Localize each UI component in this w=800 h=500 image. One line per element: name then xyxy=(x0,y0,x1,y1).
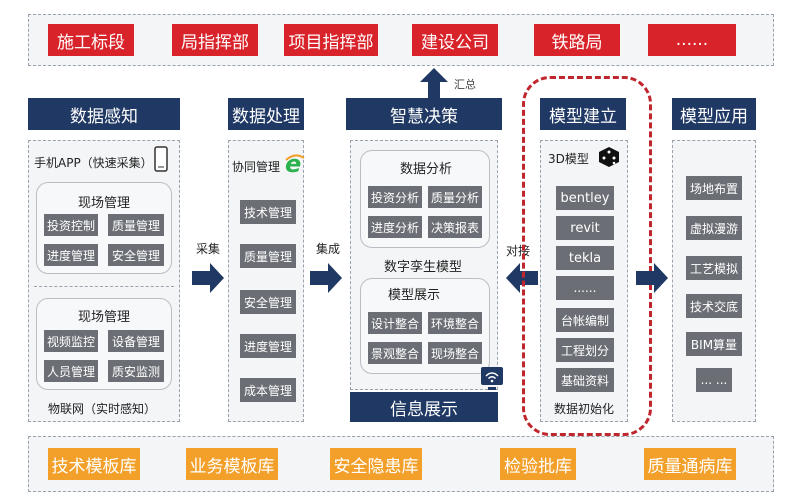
collect-label: 采集 xyxy=(196,242,221,256)
progress-mgmt-button[interactable]: 进度管理 xyxy=(44,244,98,266)
bentley-button[interactable]: bentley xyxy=(556,186,614,210)
modeling-highlight-frame xyxy=(522,76,652,436)
org-unit-2[interactable]: 局指挥部 xyxy=(172,24,258,56)
application-header: 模型应用 xyxy=(672,98,756,130)
model3d-label: 3D模型 xyxy=(548,152,589,166)
quality-mgmt-button-2[interactable]: 质量管理 xyxy=(240,244,296,268)
process-simulation-button[interactable]: 工艺模拟 xyxy=(686,256,742,280)
integrate-arrow xyxy=(310,263,342,293)
collab-label: 协同管理 xyxy=(232,160,281,174)
wifi-display-icon xyxy=(481,367,503,390)
video-monitor-button[interactable]: 视频监控 xyxy=(44,330,98,352)
processing-panel xyxy=(228,140,304,422)
site-integration-button[interactable]: 现场整合 xyxy=(428,342,482,364)
org-unit-5[interactable]: 铁路局 xyxy=(534,24,620,56)
apply-arrow xyxy=(636,263,668,293)
dice-icon xyxy=(599,147,619,167)
quality-safety-monitor-button[interactable]: 质安监测 xyxy=(108,360,164,382)
progress-analysis-button[interactable]: 进度分析 xyxy=(368,216,422,238)
org-unit-4[interactable]: 建设公司 xyxy=(412,24,498,56)
safety-hazard-lib-button[interactable]: 安全隐患库 xyxy=(330,448,422,480)
ledger-compile-button[interactable]: 台帐编制 xyxy=(556,308,614,332)
equipment-mgmt-button[interactable]: 设备管理 xyxy=(108,330,164,352)
modeling-header: 模型建立 xyxy=(540,98,626,130)
revit-button[interactable]: revit xyxy=(556,216,614,240)
mobile-app-label: 手机APP（快速采集） xyxy=(34,156,153,170)
design-integration-button[interactable]: 设计整合 xyxy=(368,312,422,334)
basic-data-button[interactable]: 基础资料 xyxy=(556,368,614,392)
site-mgmt-title-2: 现场管理 xyxy=(78,310,131,325)
more-tools-button[interactable]: ...... xyxy=(556,276,614,300)
phone-icon xyxy=(154,146,168,172)
tech-mgmt-button[interactable]: 技术管理 xyxy=(240,200,296,224)
quality-analysis-button[interactable]: 质量分析 xyxy=(428,186,482,208)
org-unit-more[interactable]: ...... xyxy=(648,24,736,56)
site-mgmt-title-1: 现场管理 xyxy=(78,196,131,211)
personnel-mgmt-button[interactable]: 人员管理 xyxy=(44,360,98,382)
summary-label: 汇总 xyxy=(454,78,476,91)
virtual-tour-button[interactable]: 虚拟漫游 xyxy=(686,216,742,240)
project-division-button[interactable]: 工程划分 xyxy=(556,338,614,362)
perception-header: 数据感知 xyxy=(28,98,180,130)
env-integration-button[interactable]: 环境整合 xyxy=(428,312,482,334)
business-template-lib-button[interactable]: 业务模板库 xyxy=(186,448,278,480)
tekla-button[interactable]: tekla xyxy=(556,246,614,270)
summary-up-arrow xyxy=(420,68,448,98)
divider xyxy=(34,286,174,287)
safety-mgmt-button[interactable]: 安全管理 xyxy=(108,244,164,266)
cost-mgmt-button[interactable]: 成本管理 xyxy=(240,378,296,402)
ie-browser-icon: e xyxy=(285,150,305,176)
invest-analysis-button[interactable]: 投资分析 xyxy=(368,186,422,208)
org-unit-1[interactable]: 施工标段 xyxy=(48,24,134,56)
info-display-button[interactable]: 信息展示 xyxy=(350,392,498,422)
analysis-title: 数据分析 xyxy=(400,162,453,177)
quality-mgmt-button[interactable]: 质量管理 xyxy=(108,214,164,236)
quality-defect-lib-button[interactable]: 质量通病库 xyxy=(644,448,736,480)
iot-label: 物联网（实时感知） xyxy=(48,402,157,416)
site-layout-button[interactable]: 场地布置 xyxy=(686,176,742,200)
processing-header: 数据处理 xyxy=(228,98,304,130)
inspection-lot-lib-button[interactable]: 检验批库 xyxy=(500,448,576,480)
svg-text:e: e xyxy=(285,150,301,176)
data-init-label: 数据初始化 xyxy=(554,402,615,416)
more-apps-button[interactable]: ... ... xyxy=(696,368,732,392)
digital-twin-label: 数字孪生模型 xyxy=(384,260,463,275)
landscape-integration-button[interactable]: 景观整合 xyxy=(368,342,422,364)
collect-arrow xyxy=(192,263,224,293)
tech-template-lib-button[interactable]: 技术模板库 xyxy=(48,448,140,480)
tech-briefing-button[interactable]: 技术交底 xyxy=(686,294,742,318)
safety-mgmt-button-2[interactable]: 安全管理 xyxy=(240,290,296,314)
display-title: 模型展示 xyxy=(388,288,441,303)
org-unit-3[interactable]: 项目指挥部 xyxy=(284,24,378,56)
progress-mgmt-button-2[interactable]: 进度管理 xyxy=(240,334,296,358)
integrate-label: 集成 xyxy=(316,242,341,256)
decision-report-button[interactable]: 决策报表 xyxy=(428,216,482,238)
invest-control-button[interactable]: 投资控制 xyxy=(44,214,98,236)
decision-header: 智慧决策 xyxy=(346,98,502,130)
bim-quantity-button[interactable]: BIM算量 xyxy=(686,332,742,356)
